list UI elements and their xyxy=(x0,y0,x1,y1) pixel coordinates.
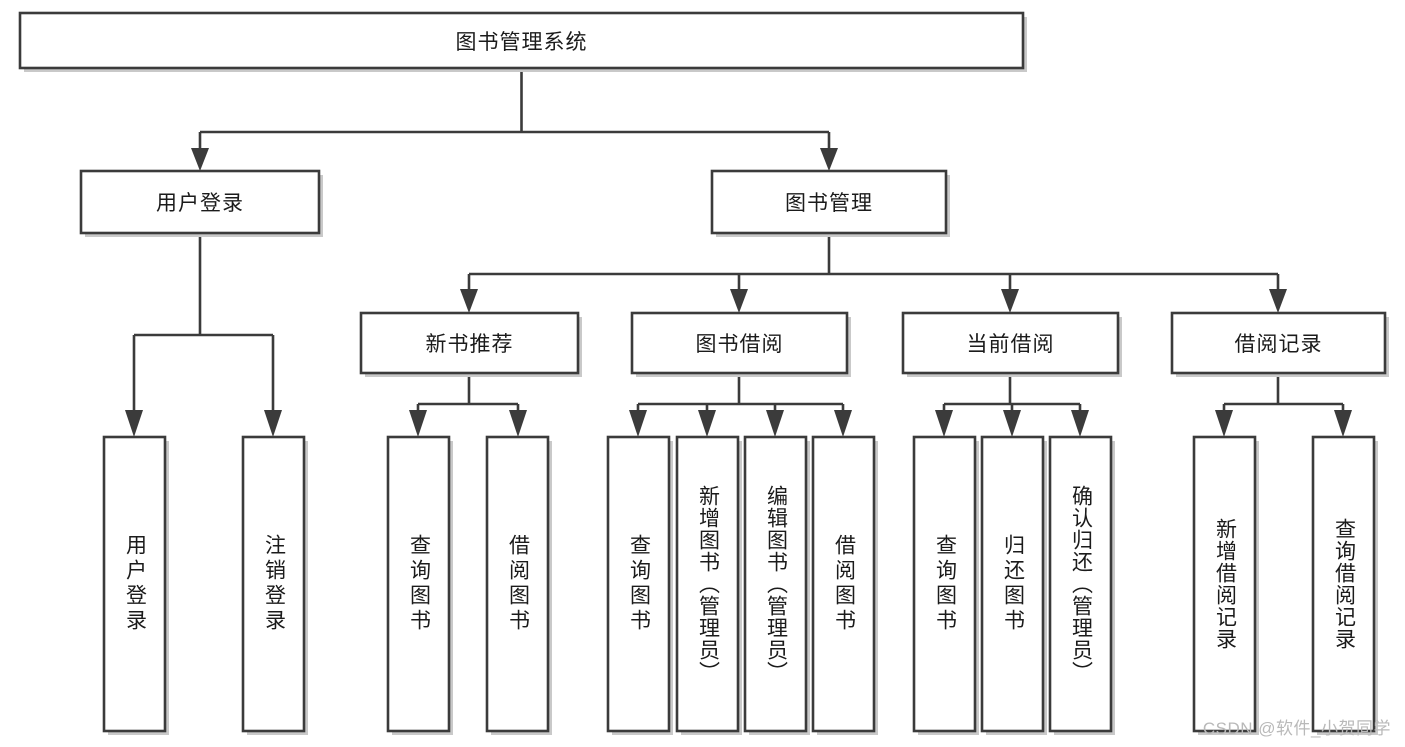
arrow-head-leaf-user-login xyxy=(125,410,143,437)
arrow-head-new-book-recommend xyxy=(460,289,478,313)
arrow-head-current-borrow xyxy=(1001,289,1019,313)
arrow-head-leaf-borrow-book xyxy=(834,410,852,437)
connector-book-management-to-level3 xyxy=(460,233,1287,313)
arrow-head-leaf-logout xyxy=(264,410,282,437)
node-rect-leaf-user-login[interactable] xyxy=(102,435,167,733)
arrow-head-leaf-add-borrow-record xyxy=(1215,410,1233,437)
node-rect-leaf-confirm-return[interactable] xyxy=(1048,435,1113,733)
arrow-head-leaf-query-borrow-record xyxy=(1334,410,1352,437)
node-rect-leaf-add-borrow-record[interactable] xyxy=(1192,435,1257,733)
arrow-head-leaf-edit-book xyxy=(766,410,784,437)
arrow-head-leaf-confirm-return xyxy=(1071,410,1089,437)
arrow-head-leaf-add-book xyxy=(698,410,716,437)
arrow-head-leaf-query-book-current xyxy=(935,410,953,437)
node-rect-leaf-edit-book[interactable] xyxy=(743,435,808,733)
node-rect-leaf-query-borrow-record[interactable] xyxy=(1311,435,1376,733)
node-rect-leaf-add-book[interactable] xyxy=(675,435,740,733)
connector-root-to-level2 xyxy=(191,68,838,171)
node-rect-leaf-logout[interactable] xyxy=(241,435,306,733)
arrow-head-borrow-record xyxy=(1269,289,1287,313)
node-rects xyxy=(18,11,1389,735)
node-rect-current-borrow[interactable] xyxy=(901,311,1120,375)
connector-user-login-to-leaves xyxy=(125,233,282,437)
arrow-head-book-management xyxy=(820,148,838,171)
arrow-head-leaf-query-book-borrow xyxy=(629,410,647,437)
node-rect-leaf-query-book-recommend[interactable] xyxy=(386,435,451,733)
node-rect-root[interactable] xyxy=(18,11,1025,70)
node-rect-leaf-query-book-current[interactable] xyxy=(912,435,977,733)
node-rect-new-book-recommend[interactable] xyxy=(359,311,580,375)
node-rect-book-borrow[interactable] xyxy=(630,311,849,375)
arrow-head-leaf-borrow-book-recommend xyxy=(509,410,527,437)
node-rect-leaf-query-book-borrow[interactable] xyxy=(606,435,671,733)
arrow-head-user-login xyxy=(191,148,209,171)
node-rect-leaf-return-book[interactable] xyxy=(980,435,1045,733)
connector-book-borrow-to-leaves xyxy=(629,373,852,437)
arrow-head-leaf-query-book-recommend xyxy=(409,410,427,437)
connector-current-borrow-to-leaves xyxy=(935,373,1089,437)
connector-borrow-record-to-leaves xyxy=(1215,373,1352,437)
arrow-head-leaf-return-book xyxy=(1003,410,1021,437)
node-rect-leaf-borrow-book[interactable] xyxy=(811,435,876,733)
node-rect-leaf-borrow-book-recommend[interactable] xyxy=(485,435,550,733)
node-rect-book-management[interactable] xyxy=(710,169,948,235)
node-rect-borrow-record[interactable] xyxy=(1170,311,1387,375)
node-rect-user-login[interactable] xyxy=(79,169,321,235)
connector-new-book-recommend-to-leaves xyxy=(409,373,527,437)
arrow-head-book-borrow xyxy=(730,289,748,313)
